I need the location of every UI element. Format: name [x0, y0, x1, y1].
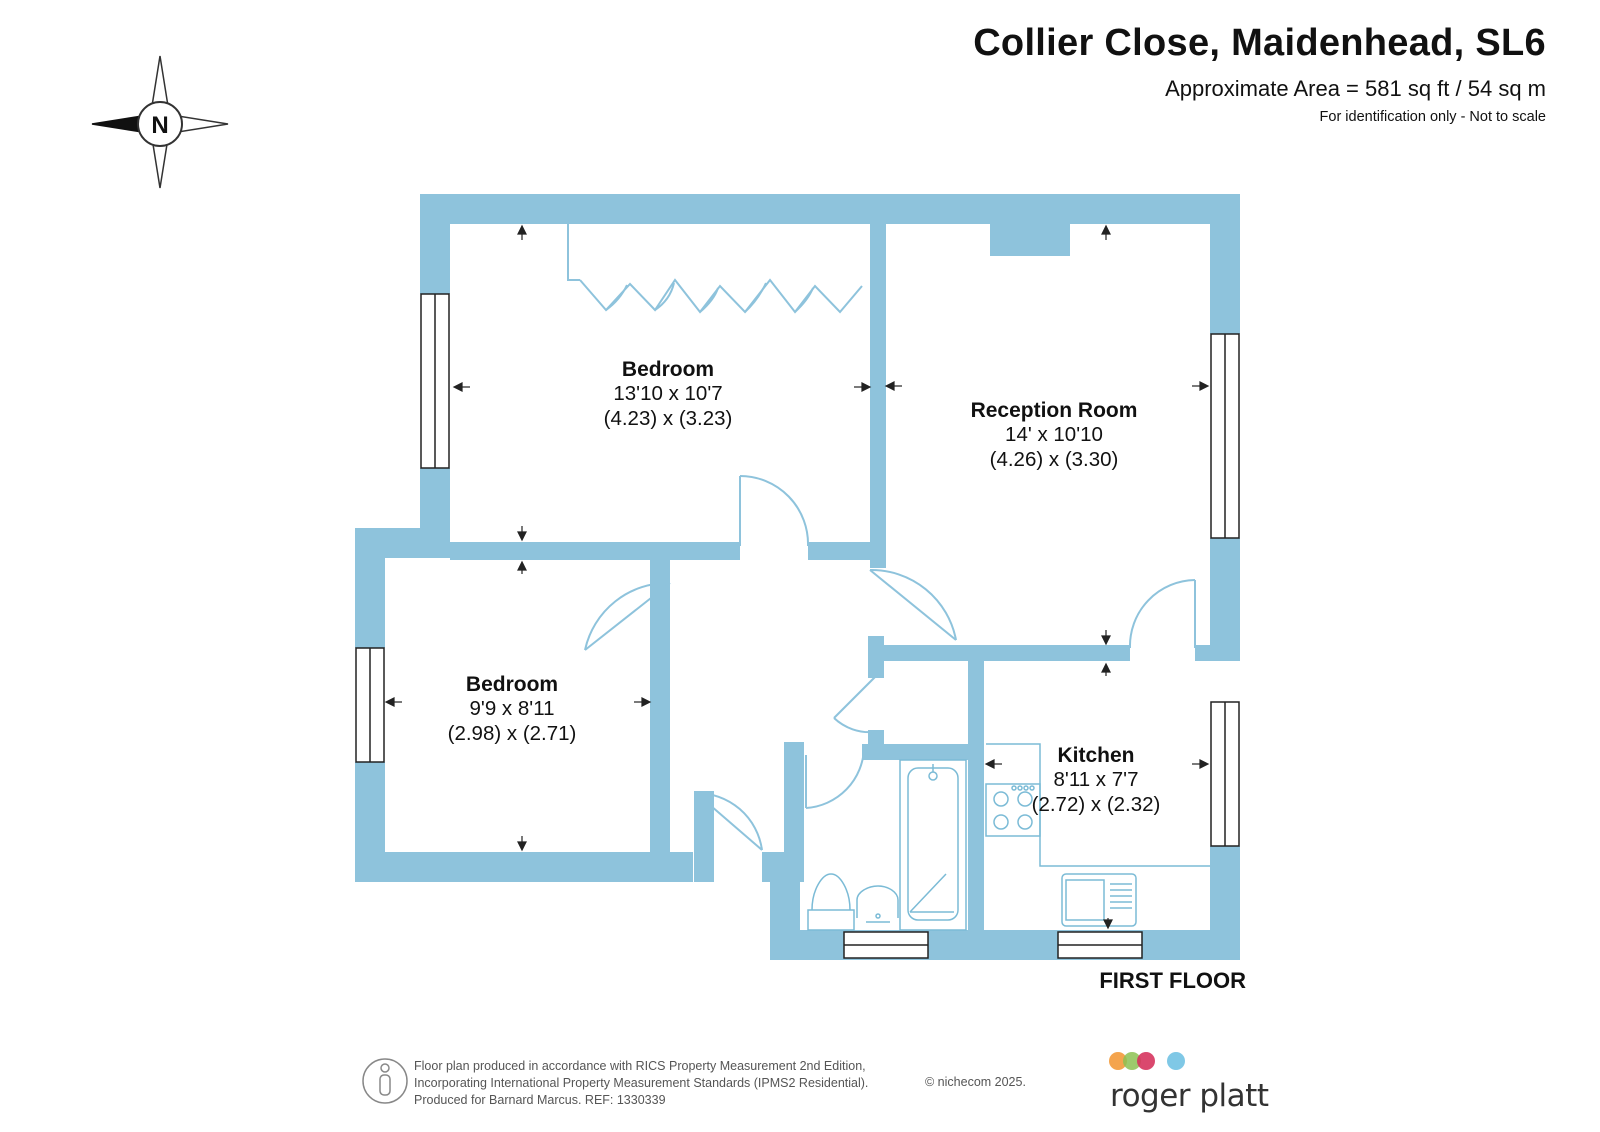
bedroom-2-name: Bedroom [466, 673, 558, 696]
kitchen-imperial: 8'11 x 7'7 [1054, 768, 1139, 791]
footer-line-3: Produced for Barnard Marcus. REF: 133033… [414, 1093, 666, 1107]
kitchen-fixtures [985, 743, 1210, 927]
compass-north-icon: N [91, 55, 229, 189]
bathroom-fixtures [807, 759, 967, 931]
reception-room-imperial: 14' x 10'10 [1005, 423, 1103, 446]
copyright: © nichecom 2025. [925, 1075, 1026, 1089]
doors [584, 475, 1196, 851]
floor-label: FIRST FLOOR [1099, 968, 1246, 993]
dimension-arrows [384, 224, 1210, 930]
reception-room-metric: (4.26) x (3.30) [990, 448, 1119, 471]
person-badge-icon [362, 1058, 408, 1104]
windows [355, 293, 1240, 959]
brand-logo-dots [1109, 1052, 1185, 1070]
footer-line-1: Floor plan produced in accordance with R… [414, 1059, 866, 1073]
brand-logo-text: roger platt [1110, 1078, 1269, 1114]
bedroom-1-name: Bedroom [622, 358, 714, 381]
footer-line-2: Incorporating International Property Mea… [414, 1076, 869, 1090]
plan-title: Collier Close, Maidenhead, SL6 [973, 22, 1546, 64]
bedroom-2-metric: (2.98) x (2.71) [448, 722, 577, 745]
bedroom-1-metric: (4.23) x (3.23) [604, 407, 733, 430]
scale-disclaimer: For identification only - Not to scale [1319, 109, 1546, 125]
approximate-area: Approximate Area = 581 sq ft / 54 sq m [1165, 76, 1546, 101]
wardrobe [567, 224, 863, 314]
reception-room-name: Reception Room [971, 399, 1138, 422]
footer-disclaimer: Floor plan produced in accordance with R… [414, 1058, 868, 1109]
compass-label: N [151, 112, 168, 139]
kitchen-metric: (2.72) x (2.32) [1032, 793, 1161, 816]
bedroom-1-imperial: 13'10 x 10'7 [613, 382, 722, 405]
walls [355, 194, 1240, 960]
kitchen-name: Kitchen [1057, 744, 1134, 767]
bedroom-2-imperial: 9'9 x 8'11 [470, 697, 555, 720]
